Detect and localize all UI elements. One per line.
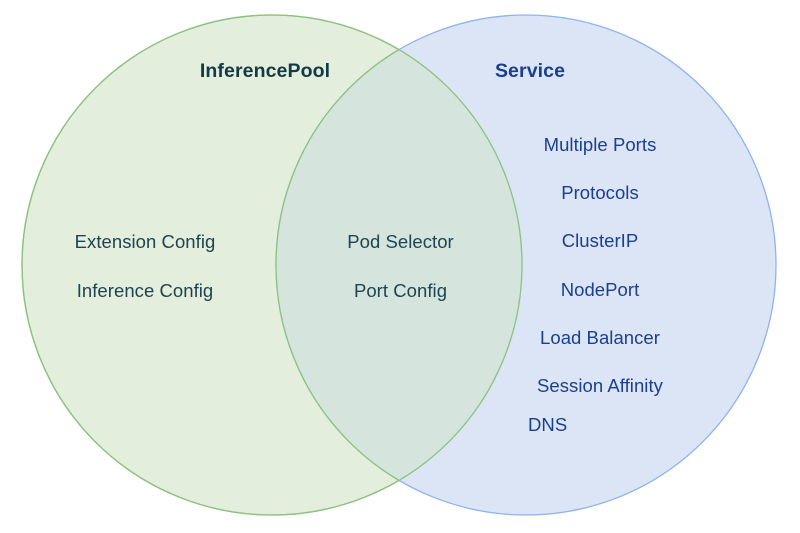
- item-extension-config: Extension Config: [74, 231, 216, 252]
- set-title-inferencepool: InferencePool: [199, 60, 331, 82]
- circle-intersection: [275, 15, 522, 515]
- item-load-balancer: Load Balancer: [540, 327, 660, 348]
- set-title-service: Service: [494, 60, 566, 82]
- item-port-config: Port Config: [353, 280, 448, 301]
- item-clusterip: ClusterIP: [561, 230, 639, 251]
- item-multiple-ports: Multiple Ports: [543, 134, 657, 155]
- item-dns: DNS: [528, 414, 568, 435]
- circle-inferencepool-outline: [21, 14, 523, 516]
- item-inference-config: Inference Config: [76, 280, 214, 301]
- item-nodeport: NodePort: [560, 279, 640, 300]
- item-pod-selector: Pod Selector: [347, 231, 454, 252]
- item-session-affinity: Session Affinity: [537, 375, 663, 396]
- item-protocols: Protocols: [561, 182, 639, 203]
